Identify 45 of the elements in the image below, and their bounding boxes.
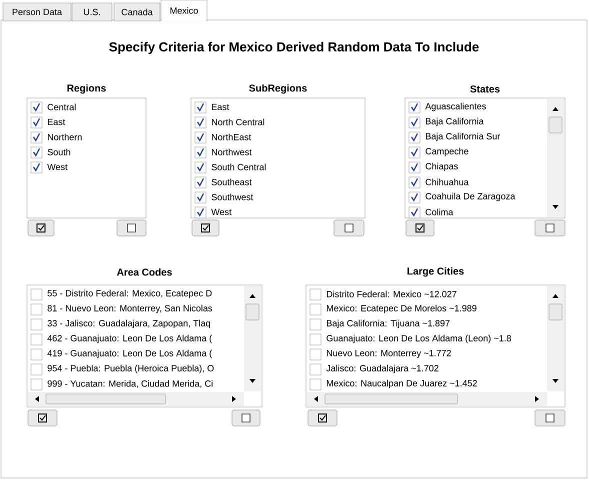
list-item: East [212,104,230,110]
tab: Canada [114,2,160,22]
list-item: Central [48,104,76,110]
list-item: 954 - Puebla: Puebla (Heroica Puebla), O [48,364,214,374]
list-item: Chiapas [426,162,458,172]
panel-title: Specify Criteria for Mexico Derived Random Data To Include [109,42,479,54]
list-item: Southeast [212,178,252,186]
list-item: Baja California: Tijuana ~1.897 [326,320,450,328]
list-heading: Area Codes [116,268,172,276]
list-item: Distrito Federal: Mexico ~12.027 [326,290,456,298]
list-item: Aguascalientes [425,102,486,112]
list-item: West [211,208,232,216]
list-item: Baja California Sur [426,132,500,142]
list-item: Chihuahua [426,178,469,186]
list-item: 999 - Yucatan: Merida, Ciudad Merida, Ci [48,380,212,388]
list-heading: SubRegions [249,84,307,94]
list-item: Nuevo Leon: Monterrey ~1.772 [326,350,451,358]
list-item: Mexico: Ecatepec De Morelos ~1.989 [326,304,476,314]
tab: Mexico [160,0,208,22]
list-item: 55 - Distrito Federal: Mexico, Ecatepec D [48,290,212,298]
list-item: Coahuila De Zaragoza [426,192,516,202]
list-item: Northern [48,134,82,140]
list-item: Jalisco: Guadalajara ~1.702 [326,364,438,374]
list-heading: States [470,85,500,93]
list-item: Guanajuato: Leon De Los Aldama (Leon) ~1.8 [326,334,511,344]
list-item: South [48,148,70,156]
list-item: 419 - Guanajuato: Leon De Los Aldama ( [47,350,212,358]
tab: Person Data [2,2,72,22]
tab: U.S. [72,2,112,22]
list-item: Baja California [426,118,484,126]
list-item: South Central [212,164,266,170]
list-item: East [48,118,66,126]
list-item: Colima [426,208,454,216]
list-item: 33 - Jalisco: Guadalajara, Zapopan, Tlaq [48,320,210,328]
list-item: West [47,164,68,170]
list-item: Northwest [212,148,252,156]
list-item: 81 - Nuevo Leon: Monterrey, San Nicolas [48,304,212,314]
list-item: 462 - Guanajuato: Leon De Los Aldama ( [47,334,212,344]
list-item: North Central [212,118,264,126]
list-item: Southwest [212,194,254,200]
list-heading: Large Cities [408,267,464,277]
list-item: Campeche [426,148,468,156]
list-heading: Regions [67,84,106,94]
list-item: NorthEast [212,134,252,140]
list-item: Mexico: Naucalpan De Juarez ~1.452 [326,380,477,388]
